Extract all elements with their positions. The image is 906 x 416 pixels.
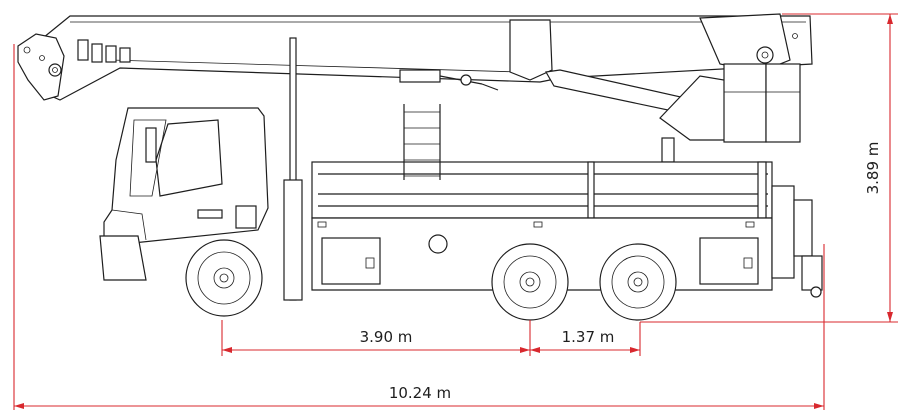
windshield [129, 119, 167, 197]
overall-length-dimension: 10.24 m [14, 384, 824, 409]
turret-counterweight [765, 63, 801, 143]
front-wheel [185, 239, 263, 317]
dimension-overlays: 10.24 m 3.90 m 1.37 m 3.89 m [13, 13, 898, 410]
wheelbase-label: 3.90 m [360, 328, 413, 346]
right-toolbox [699, 237, 759, 285]
outrigger-box [771, 185, 795, 279]
wheelbase-dimension: 3.90 m [222, 328, 530, 353]
overall-height-label: 3.89 m [864, 142, 882, 195]
front-bumper [99, 235, 147, 281]
rear-wheel-2 [599, 243, 677, 321]
rear-outrigger [771, 185, 823, 298]
telescopic-boom [17, 13, 813, 101]
turret-column [723, 63, 767, 143]
bed-side-rails [311, 161, 773, 219]
boom-head-plate [509, 19, 553, 81]
boom-bracket-3 [105, 45, 117, 63]
extension-cylinder [399, 69, 441, 83]
cab-window [155, 119, 223, 197]
rear-axle-spacing-label: 1.37 m [562, 328, 615, 346]
boom-pivot-pin [756, 46, 774, 64]
overall-length-label: 10.24 m [389, 384, 451, 402]
exhaust-housing [283, 179, 303, 301]
overall-height-dimension: 3.89 m [864, 14, 893, 322]
side-mirror [145, 127, 157, 163]
luffing-system [545, 63, 801, 163]
left-toolbox [321, 237, 381, 285]
boom-bracket-2 [91, 43, 103, 63]
rear-wheel-1 [491, 243, 569, 321]
fuel-cap [428, 234, 448, 254]
access-ladder [403, 104, 441, 180]
truck-cab [99, 107, 269, 281]
rear-axle-spacing-dimension: 1.37 m [530, 328, 640, 353]
door-handle [197, 209, 223, 219]
tip-pulley [48, 63, 62, 77]
cab-step-panel [235, 205, 257, 229]
boom-bracket-1 [77, 39, 89, 61]
hook-block [661, 137, 675, 163]
boom-bracket-4 [119, 47, 131, 63]
boom-tip-head [17, 33, 65, 101]
